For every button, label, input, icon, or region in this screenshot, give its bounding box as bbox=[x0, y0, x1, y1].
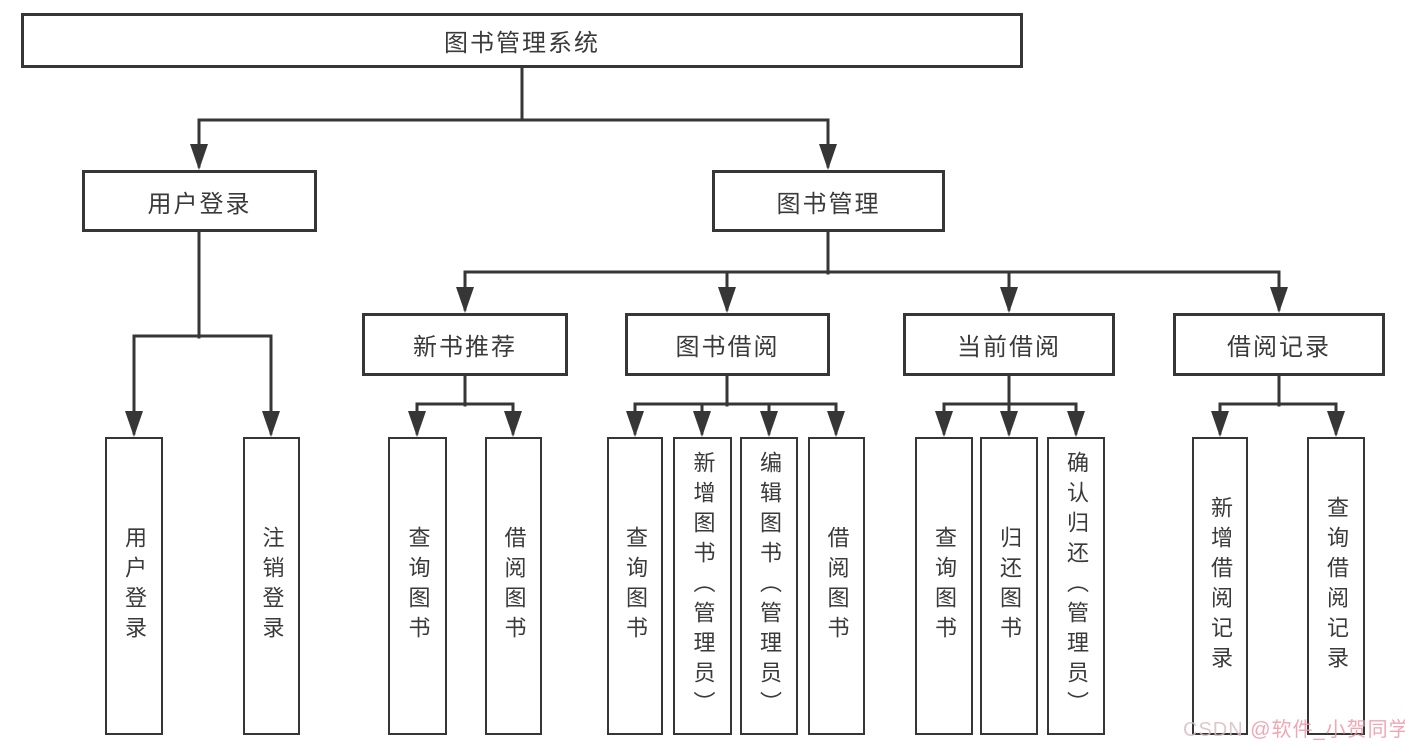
leaf-logout: 注销登录 bbox=[243, 437, 300, 735]
node-book-borrow: 图书借阅 bbox=[625, 313, 830, 376]
leaf-record-query: 查询借阅记录 bbox=[1307, 437, 1365, 735]
leaf-borrow-query: 查询图书 bbox=[607, 437, 663, 735]
leaf-current-confirm-admin: 确认归还（管理员） bbox=[1047, 437, 1105, 735]
node-borrow-record: 借阅记录 bbox=[1173, 313, 1385, 376]
leaf-user-login: 用户登录 bbox=[105, 437, 163, 735]
leaf-borrow-add-admin: 新增图书（管理员） bbox=[673, 437, 732, 735]
connector-paths bbox=[132, 66, 1338, 435]
leaf-borrow-borrow: 借阅图书 bbox=[808, 437, 865, 735]
node-user-login: 用户登录 bbox=[82, 170, 317, 232]
watermark-handle: @软件_小贺同学 bbox=[1250, 719, 1405, 741]
node-book-management: 图书管理 bbox=[712, 170, 945, 232]
leaf-newbook-borrow: 借阅图书 bbox=[485, 437, 542, 735]
watermark-prefix: CSDN bbox=[1183, 719, 1251, 741]
node-new-book-recommend: 新书推荐 bbox=[362, 313, 568, 376]
leaf-current-query: 查询图书 bbox=[915, 437, 973, 735]
node-current-borrow: 当前借阅 bbox=[903, 313, 1115, 376]
csdn-watermark: CSDN @软件_小贺同学 bbox=[1183, 713, 1405, 742]
node-root: 图书管理系统 bbox=[21, 13, 1023, 68]
leaf-current-return: 归还图书 bbox=[980, 437, 1038, 735]
leaf-borrow-edit-admin: 编辑图书（管理员） bbox=[740, 437, 798, 735]
leaf-newbook-query: 查询图书 bbox=[388, 437, 447, 735]
leaf-record-add: 新增借阅记录 bbox=[1192, 437, 1248, 735]
